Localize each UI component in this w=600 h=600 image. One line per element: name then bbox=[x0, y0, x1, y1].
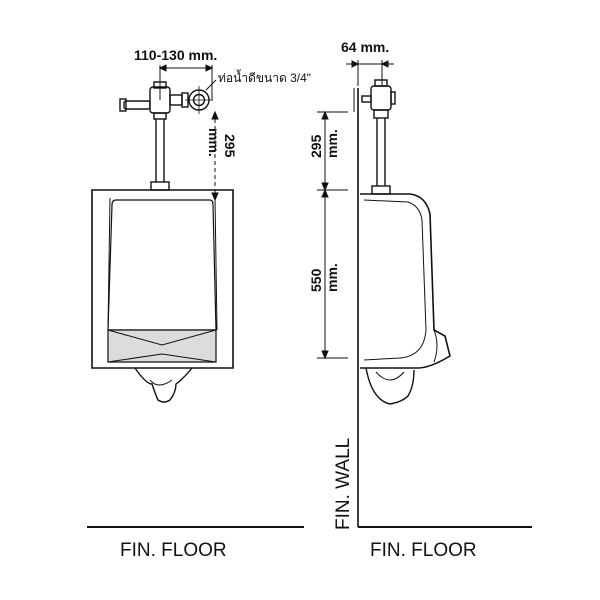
front-height-value: 295 bbox=[222, 134, 238, 158]
side-depth-dimension bbox=[346, 60, 394, 86]
front-view bbox=[87, 64, 304, 528]
supply-valve bbox=[185, 86, 213, 114]
pipe-note-leader bbox=[205, 79, 217, 91]
front-floor-label: FIN. FLOOR bbox=[120, 540, 227, 561]
side-lower-value: 550 bbox=[308, 268, 324, 292]
front-width-dimension bbox=[158, 64, 214, 100]
front-height-dimension bbox=[211, 110, 219, 202]
side-flush-pipe bbox=[371, 118, 391, 195]
front-width-label: 110-130 mm. bbox=[134, 47, 217, 63]
side-floor-label: FIN. FLOOR bbox=[370, 540, 477, 561]
side-upper-value: 295 bbox=[308, 134, 324, 158]
flush-valve bbox=[119, 81, 189, 120]
side-lower-unit: mm. bbox=[324, 263, 340, 292]
side-height-dimensions bbox=[317, 110, 348, 360]
side-view bbox=[317, 60, 532, 528]
side-depth-label: 64 mm. bbox=[341, 39, 389, 55]
side-wall-label: FIN. WALL bbox=[333, 438, 354, 530]
urinal-side-body bbox=[360, 193, 451, 405]
front-height-unit: mm. bbox=[206, 128, 222, 157]
pipe-size-note: ท่อน้ำดีขนาด 3/4" bbox=[218, 69, 311, 85]
side-upper-unit: mm. bbox=[324, 129, 340, 158]
side-flush-valve bbox=[361, 79, 396, 119]
flush-pipe bbox=[150, 119, 170, 191]
urinal-front-body bbox=[91, 189, 234, 403]
